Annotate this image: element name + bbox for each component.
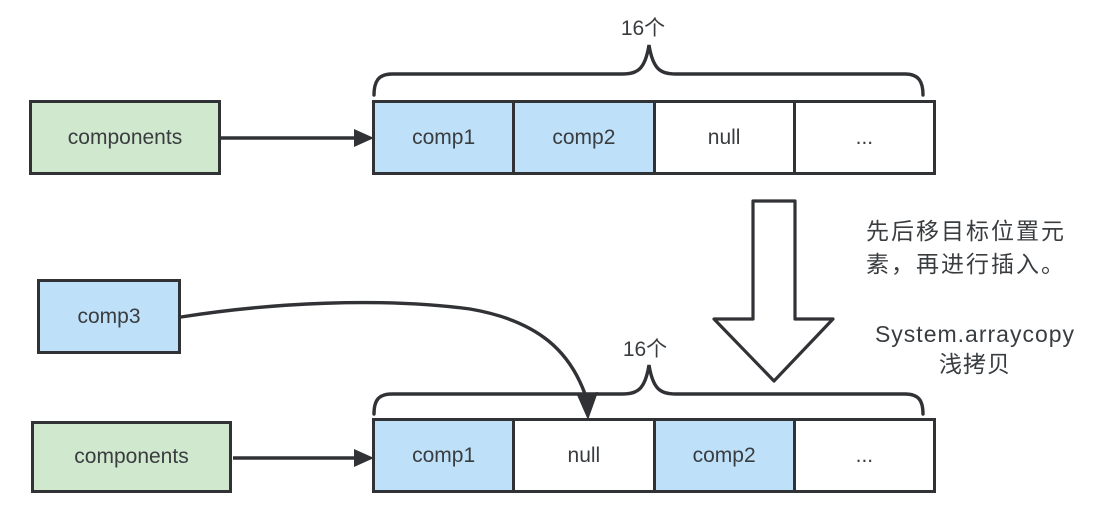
array-bottom-cell-2: comp2 [652, 421, 793, 490]
array-top-cell-3: ... [792, 103, 933, 172]
array-bottom: comp1 null comp2 ... [372, 418, 936, 493]
array-top: comp1 comp2 null ... [372, 100, 936, 175]
array-top-cell-2: null [652, 103, 793, 172]
comp3-box-label: comp3 [77, 304, 141, 328]
components-box-bottom-label: components [74, 445, 189, 468]
bottom-brace [372, 364, 925, 416]
count-label-top: 16个 [620, 17, 666, 40]
api-note-line-1: System.arraycopy [874, 321, 1076, 347]
step-note: 先后移目标位置元 素，再进行插入。 [866, 215, 1096, 281]
api-note: System.arraycopy 浅拷贝 [853, 319, 1097, 379]
comp3-box: comp3 [37, 279, 181, 354]
components-box-bottom: components [31, 421, 232, 493]
count-label-bottom: 16个 [622, 338, 668, 361]
top-brace [372, 44, 925, 97]
array-top-cell-0: comp1 [375, 103, 513, 172]
array-bottom-cell-1: null [512, 421, 653, 490]
top-pointer-arrow [221, 129, 374, 147]
components-box-top: components [29, 100, 221, 175]
array-top-cell-1: comp2 [512, 103, 653, 172]
array-bottom-cell-3: ... [792, 421, 933, 490]
components-box-top-label: components [67, 125, 183, 149]
step-note-line-2: 素，再进行插入。 [866, 251, 1066, 277]
bottom-pointer-arrow [233, 449, 374, 467]
insert-curve-arrow [179, 300, 598, 420]
array-bottom-cell-0: comp1 [375, 421, 513, 490]
api-note-line-2: 浅拷贝 [939, 351, 1011, 377]
step-note-line-1: 先后移目标位置元 [866, 218, 1066, 244]
down-step-arrow [712, 199, 835, 383]
